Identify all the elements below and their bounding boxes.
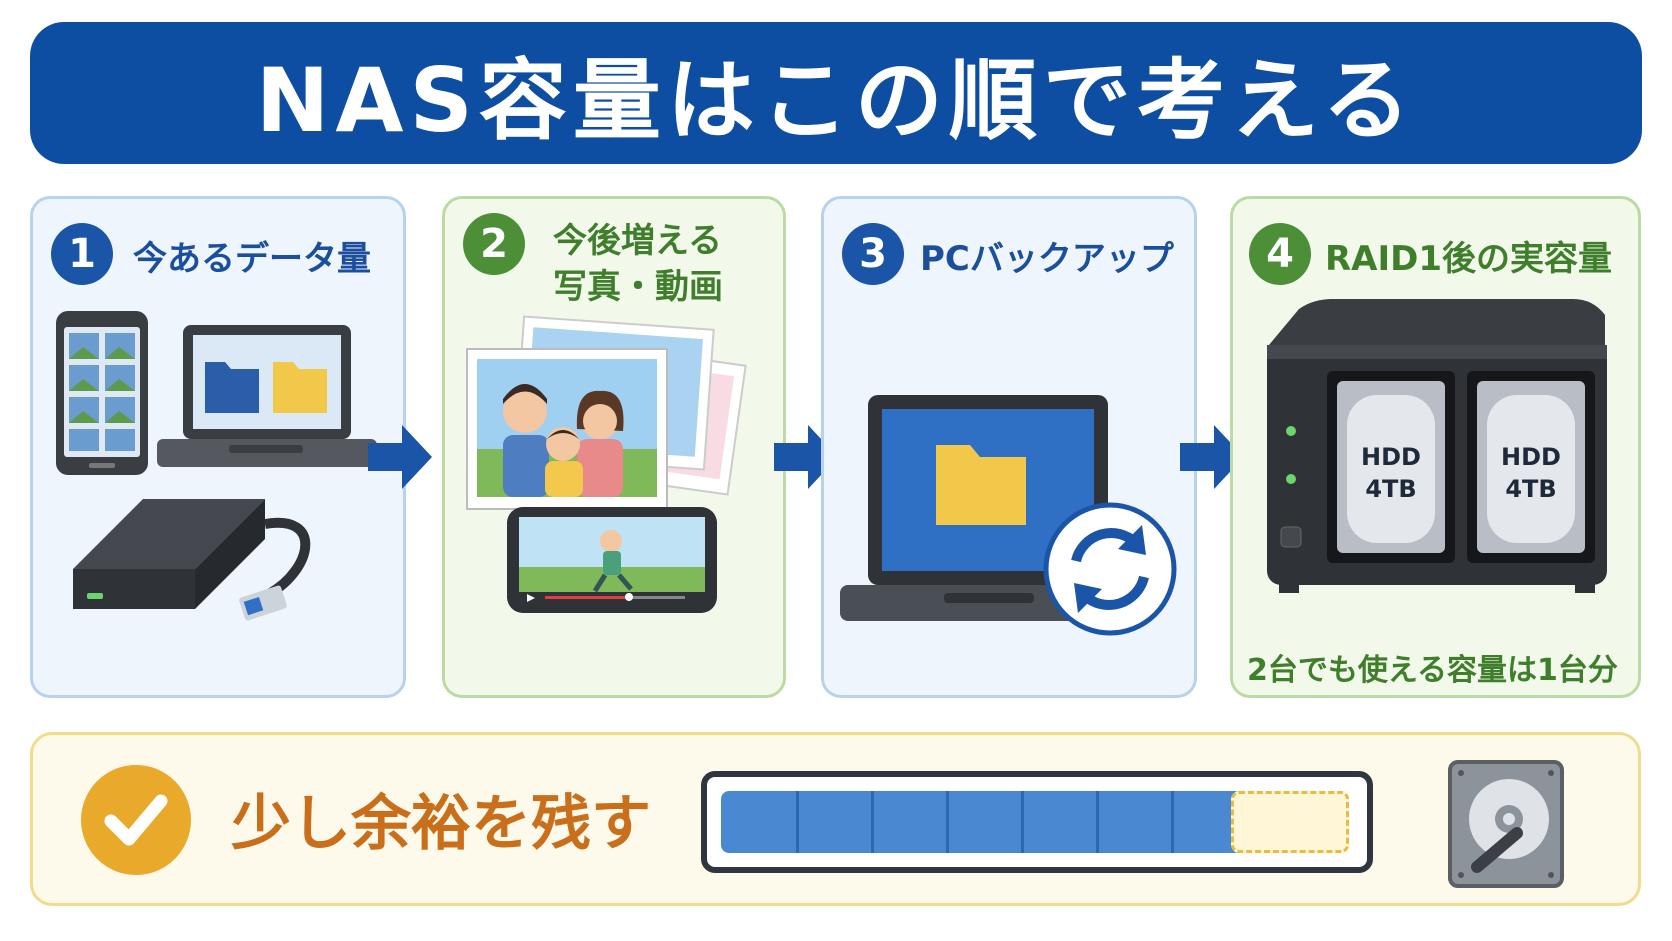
- step-title-1: 今あるデータ量: [133, 239, 371, 279]
- header-banner: NAS容量はこの順で考える: [30, 22, 1642, 164]
- hard-drive-icon: HDD 4TB: [1337, 381, 1445, 553]
- step-card-4: 4 RAID1後の実容量 HDD 4TB HDD 4TB 2台でも使える容量は1…: [1230, 196, 1641, 698]
- external-hdd-icon: [73, 499, 311, 621]
- capacity-bar-segment-divider: [1171, 791, 1174, 853]
- capacity-bar-segment-divider: [1021, 791, 1024, 853]
- capacity-bar-segment-divider: [871, 791, 874, 853]
- step-title-2-line1: 今後増える: [553, 221, 722, 261]
- folder-icon: [205, 362, 259, 413]
- step-number-3: 3: [842, 223, 904, 285]
- capacity-bar-used: [721, 791, 1246, 853]
- capacity-bar: [701, 771, 1373, 873]
- laptop-icon: [157, 325, 377, 467]
- step3-illustration: [840, 395, 1177, 636]
- step2-illustration: [466, 315, 747, 613]
- step-card-3: 3 PCバックアップ: [821, 196, 1197, 698]
- capacity-bar-reserve: [1231, 791, 1349, 853]
- step-title-4: RAID1後の実容量: [1325, 239, 1613, 279]
- arrow-right-icon: [368, 425, 432, 489]
- capacity-bar-segment-divider: [946, 791, 949, 853]
- tip-panel: 少し余裕を残す: [30, 732, 1641, 906]
- folder-icon: [936, 445, 1026, 525]
- laptop-icon: [840, 395, 1140, 621]
- arrow-right-icon: [1180, 425, 1244, 489]
- step-card-2: 2 今後増える 写真・動画: [442, 196, 786, 698]
- step-title-2-line2: 写真・動画: [553, 267, 723, 307]
- hard-drive-icon: [1448, 760, 1564, 888]
- capacity-bar-segment-divider: [1096, 791, 1099, 853]
- svg-text:4TB: 4TB: [1505, 475, 1556, 503]
- raid-note: 2台でも使える容量は1台分: [1247, 653, 1618, 688]
- hard-drive-icon: HDD 4TB: [1477, 381, 1585, 553]
- step-number-1: 1: [51, 223, 113, 285]
- nas-icon: HDD 4TB HDD 4TB: [1267, 299, 1607, 593]
- svg-text:HDD: HDD: [1361, 443, 1421, 471]
- svg-text:4TB: 4TB: [1365, 475, 1416, 503]
- step-card-1: 1 今あるデータ量: [30, 196, 406, 698]
- sync-icon: [1043, 502, 1177, 636]
- tip-title: 少し余裕を残す: [231, 789, 651, 859]
- page-title: NAS容量はこの順で考える: [255, 48, 1417, 152]
- svg-text:HDD: HDD: [1501, 443, 1561, 471]
- video-phone-icon: [507, 507, 717, 613]
- step-number-4: 4: [1249, 223, 1311, 285]
- step-title-3: PCバックアップ: [920, 239, 1174, 279]
- step-number-2: 2: [463, 213, 525, 275]
- smartphone-icon: [56, 311, 148, 475]
- photo-icon: [466, 315, 747, 510]
- capacity-bar-segment-divider: [796, 791, 799, 853]
- checkmark-icon: [81, 765, 191, 875]
- folder-icon: [273, 362, 327, 413]
- step1-illustration: [56, 311, 377, 621]
